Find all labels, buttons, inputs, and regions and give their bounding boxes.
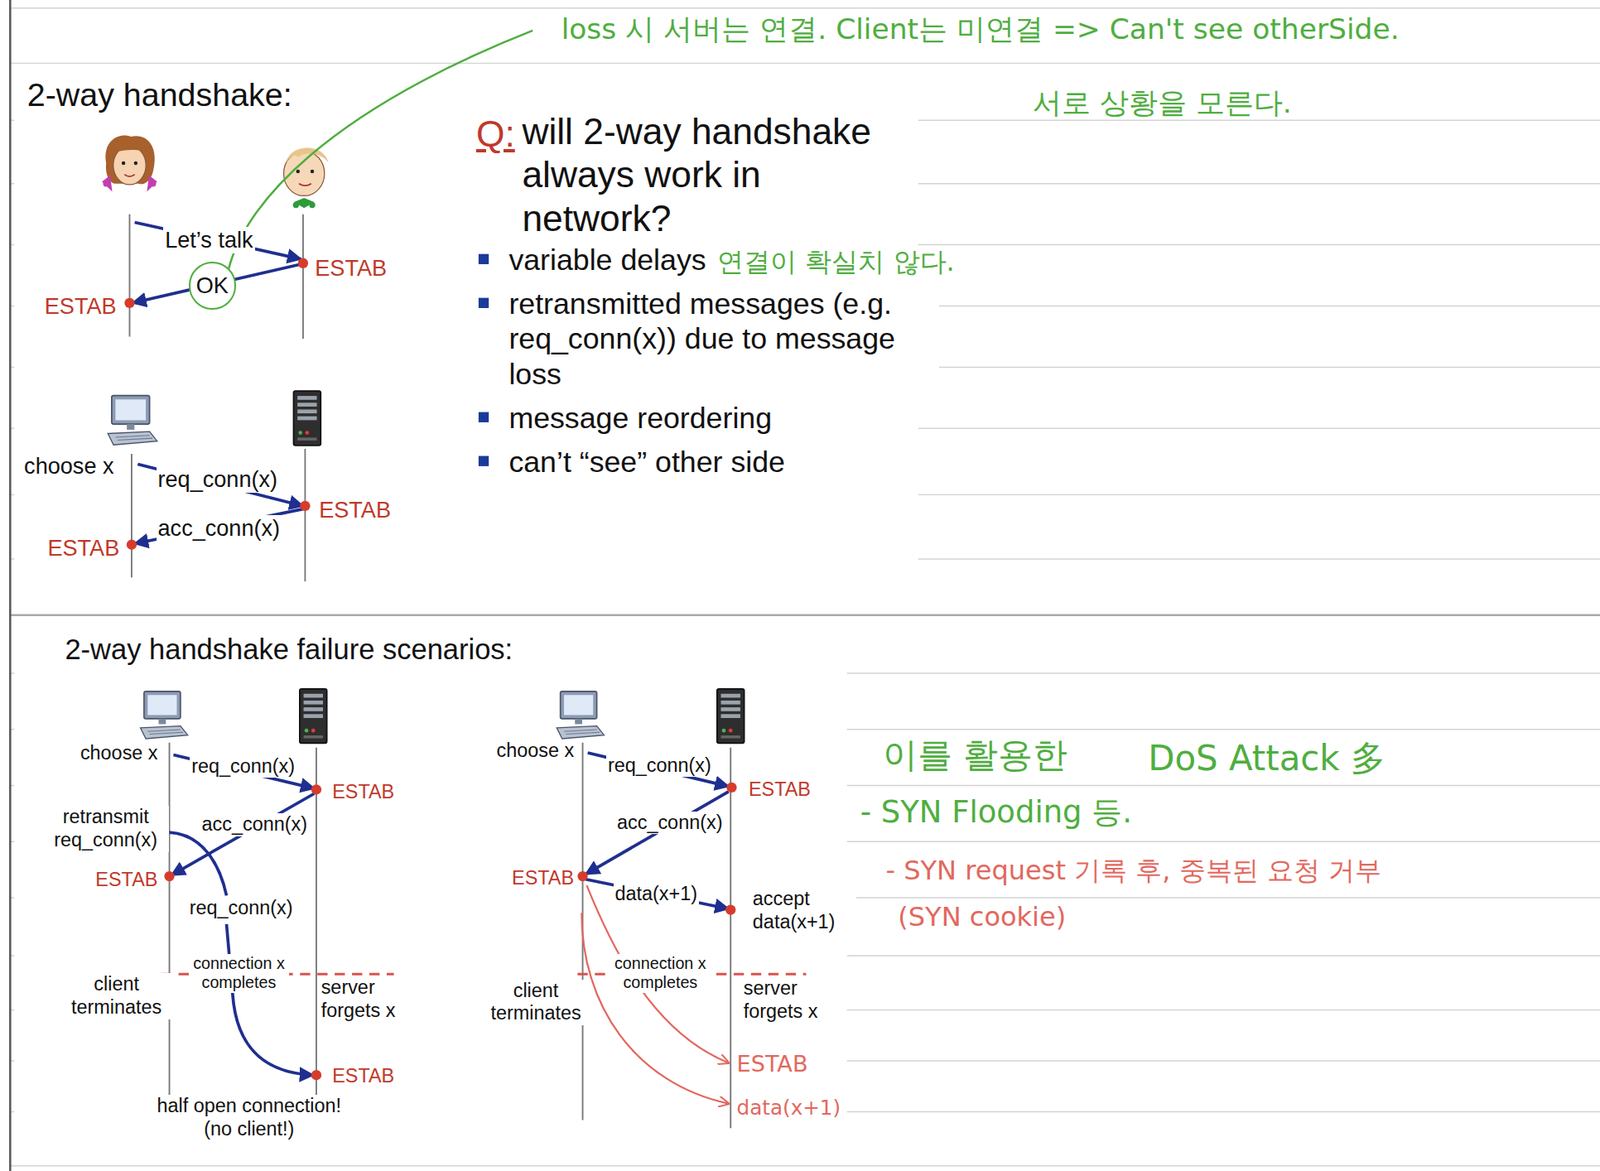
text-label: req_conn(x) (156, 466, 280, 493)
state-label: ESTAB (330, 1065, 396, 1089)
reply-text: OK (196, 272, 229, 299)
text-label: retransmit req_conn(x) (43, 805, 169, 852)
slide-title: 2-way handshake: (25, 75, 294, 115)
text-label: half open connection! (no client!) (143, 1094, 357, 1141)
text-label: choose x (22, 453, 116, 480)
handwritten-note: DoS Attack 多 (1147, 737, 1386, 779)
state-label: ESTAB (317, 496, 393, 524)
handwritten-note: (SYN cookie) (897, 901, 1066, 934)
handwritten-note: 이를 활용한 (882, 734, 1068, 776)
notebook-lines (9, 8, 1600, 1167)
text-label: acc_conn(x) (200, 813, 310, 837)
slide-panel (14, 624, 847, 1163)
text-label: client terminates (61, 973, 172, 1019)
text-label: server forgets x (742, 977, 843, 1023)
text-label: Let’s talk (163, 226, 255, 254)
state-label: ESTAB (330, 780, 396, 805)
text-label: req_conn(x) (187, 896, 295, 921)
state-label: Q: (474, 112, 517, 156)
bullet-squares (478, 254, 489, 467)
margin-line (9, 0, 11, 1171)
handwritten-note: ESTAB (737, 1050, 809, 1078)
text-label: choose x (78, 742, 160, 766)
server-icon (299, 689, 328, 744)
text-label: acc_conn(x) (156, 515, 283, 542)
text-label: acc_conn(x) (615, 811, 725, 835)
handwritten-note: data(x+1) (737, 1095, 842, 1120)
text-label: client terminates (480, 979, 591, 1026)
state-label: ESTAB (45, 534, 121, 562)
text-label: retransmitted messages (e.g. req_conn(x)… (506, 286, 940, 391)
leader-line (228, 30, 533, 270)
text-label: server forgets x (319, 976, 420, 1022)
text-label: will 2-way handshake always work in netw… (520, 110, 902, 241)
state-label: ESTAB (93, 868, 160, 892)
text-label: req_conn(x) (606, 754, 714, 778)
client-icon (107, 395, 157, 445)
client-icon (140, 691, 188, 739)
text-label: connection x completes (610, 954, 711, 993)
text-label: variable delays (506, 242, 708, 278)
state-label: ESTAB (313, 255, 389, 282)
state-label: ESTAB (746, 778, 813, 802)
alice-figure (101, 135, 158, 193)
handwritten-note: - SYN request 기록 후, 중복된 요청 거부 (886, 855, 1383, 887)
bob-figure (284, 148, 329, 209)
state-label: ESTAB (510, 867, 576, 891)
handwritten-note: 연결이 확실치 않다. (717, 246, 955, 279)
text-label: req_conn(x) (189, 755, 297, 779)
text-label: 2-way handshake failure scenarios: (62, 632, 515, 667)
state-label: ESTAB (43, 293, 119, 320)
text-label: connection x completes (188, 954, 290, 993)
server-icon (293, 390, 321, 446)
handwritten-note: 서로 상황을 모른다. (1032, 86, 1292, 121)
text-label: data(x+1) (613, 882, 700, 907)
section-divider (9, 613, 1600, 616)
handwritten-arrows (581, 885, 728, 1104)
handwritten-note: - SYN Flooding 등. (860, 794, 1133, 831)
circled-reply: OK (188, 261, 237, 309)
client-icon (556, 691, 604, 739)
text-label: can’t “see” other side (506, 444, 787, 480)
text-label: choose x (495, 739, 577, 763)
text-label: accept data(x+1) (751, 887, 857, 934)
server-icon (717, 689, 745, 744)
handwritten-note: loss 시 서버는 연결. Client는 미연결 => Can't see … (561, 12, 1400, 47)
text-label: message reordering (506, 400, 774, 436)
